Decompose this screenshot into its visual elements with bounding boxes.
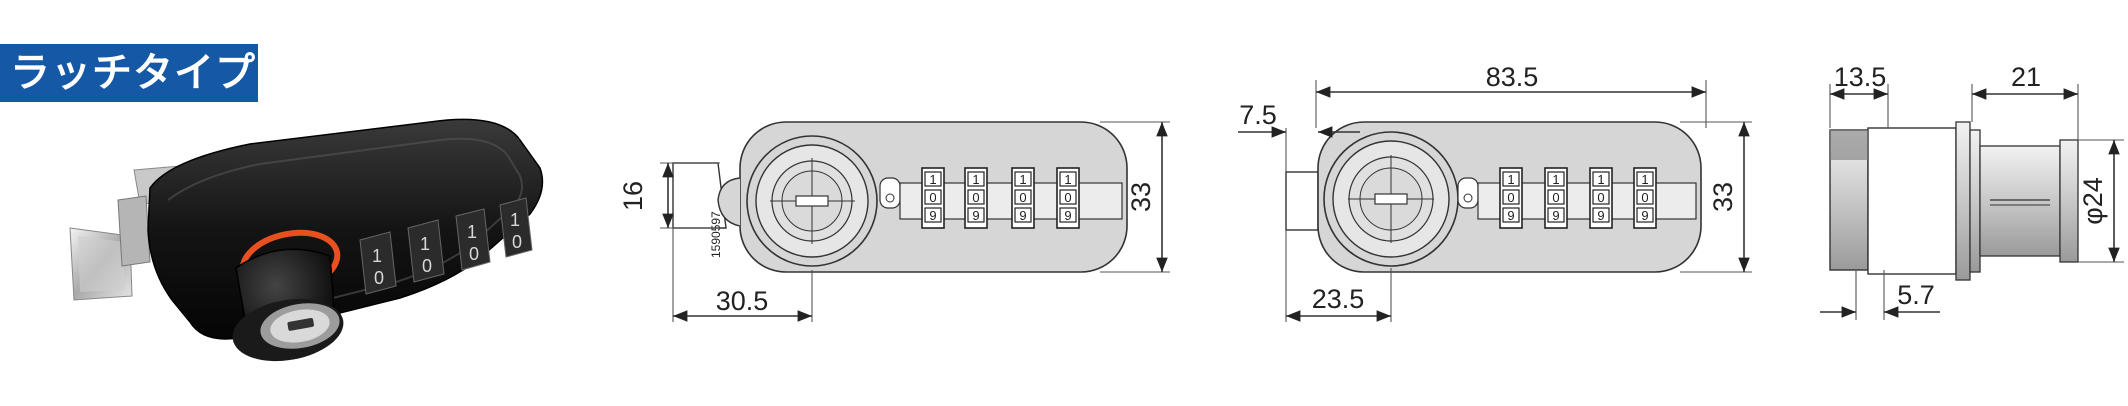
back-dial-2-bot: 9 xyxy=(1552,208,1559,223)
back-dial-2-top: 1 xyxy=(1552,172,1559,187)
side-dim-5-7: 5.7 xyxy=(1897,280,1935,310)
svg-text:1: 1 xyxy=(372,246,382,266)
back-dim-83-5: 83.5 xyxy=(1486,62,1539,92)
back-dial-2-mid: 0 xyxy=(1552,190,1559,205)
back-dial-1-bot: 9 xyxy=(1507,208,1514,223)
front-dial-4-mid: 0 xyxy=(1064,190,1071,205)
front-dial-4-bot: 9 xyxy=(1064,208,1071,223)
front-dial-3-mid: 0 xyxy=(1019,190,1026,205)
front-dial-1-bot: 9 xyxy=(929,208,936,223)
back-dial-4-bot: 9 xyxy=(1641,208,1648,223)
side-dim-phi-24: φ24 xyxy=(2078,177,2108,225)
stamp-number: 1590597 xyxy=(709,211,723,258)
svg-text:1: 1 xyxy=(510,210,520,230)
front-dial-2-bot: 9 xyxy=(972,208,979,223)
back-dim-23-5: 23.5 xyxy=(1312,284,1365,314)
back-dial-3-top: 1 xyxy=(1597,172,1604,187)
svg-text:1: 1 xyxy=(467,222,477,242)
front-dial-1-top: 1 xyxy=(929,172,936,187)
svg-text:0: 0 xyxy=(512,232,522,252)
side-dim-21: 21 xyxy=(2011,62,2041,92)
front-dial-2-mid: 0 xyxy=(972,190,979,205)
back-dial-1-top: 1 xyxy=(1507,172,1514,187)
front-dim-16: 16 xyxy=(618,181,648,211)
svg-text:0: 0 xyxy=(469,244,479,264)
side-view-drawing: 13.5 21 φ24 5.7 xyxy=(1820,62,2124,320)
front-dim-33: 33 xyxy=(1126,182,1156,212)
front-dial-3-top: 1 xyxy=(1019,172,1026,187)
side-dim-13-5: 13.5 xyxy=(1834,62,1887,92)
svg-text:1: 1 xyxy=(420,234,430,254)
svg-text:0: 0 xyxy=(422,256,432,276)
front-dial-3-bot: 9 xyxy=(1019,208,1026,223)
front-dial-wheels: 1 0 9 1 0 9 1 0 9 xyxy=(921,167,1080,229)
back-dial-4-top: 1 xyxy=(1641,172,1648,187)
front-dial-4-top: 1 xyxy=(1064,172,1071,187)
back-dial-wheels: 1 0 9 1 0 9 1 0 9 xyxy=(1499,167,1657,229)
front-dim-30-5: 30.5 xyxy=(716,286,769,316)
back-dial-3-mid: 0 xyxy=(1597,190,1604,205)
back-dial-1-mid: 0 xyxy=(1507,190,1514,205)
back-dial-3-bot: 9 xyxy=(1597,208,1604,223)
front-dial-2-top: 1 xyxy=(972,172,979,187)
svg-text:0: 0 xyxy=(374,268,384,288)
lock-product-photo: 10 10 10 10 xyxy=(69,118,544,362)
latch-type-badge: ラッチタイプ xyxy=(0,44,258,102)
back-dim-7-5: 7.5 xyxy=(1239,100,1277,130)
front-dial-1-mid: 0 xyxy=(929,190,936,205)
back-dim-33: 33 xyxy=(1708,182,1738,212)
back-view-drawing: 1 0 9 1 0 9 1 0 9 xyxy=(1238,62,1752,322)
front-view-drawing: 1590597 1 0 9 1 0 9 xyxy=(618,121,1170,322)
back-dial-4-mid: 0 xyxy=(1641,190,1648,205)
